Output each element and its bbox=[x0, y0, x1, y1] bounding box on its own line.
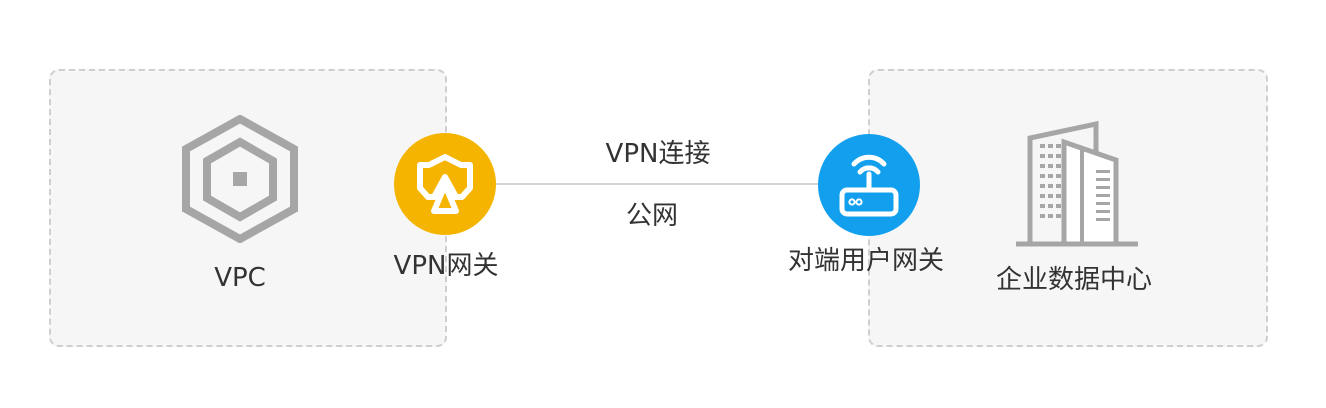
vpn-gateway-node[interactable] bbox=[394, 133, 496, 235]
vpc-hexagon-icon bbox=[181, 115, 299, 243]
building-icon bbox=[1012, 120, 1142, 248]
router-icon bbox=[839, 154, 899, 217]
vpn-connection-label: VPN连接 bbox=[605, 139, 711, 169]
public-network-label: 公网 bbox=[625, 201, 679, 231]
vpc-label: VPC bbox=[214, 263, 266, 293]
vpn-gateway-shield-icon bbox=[417, 154, 473, 214]
vpn-connection-line bbox=[496, 183, 822, 185]
peer-gateway-label: 对端用户网关 bbox=[787, 246, 945, 276]
vpn-gateway-label: VPN网关 bbox=[393, 251, 499, 281]
datacenter-label: 企业数据中心 bbox=[995, 265, 1153, 295]
peer-gateway-node[interactable] bbox=[818, 134, 920, 236]
